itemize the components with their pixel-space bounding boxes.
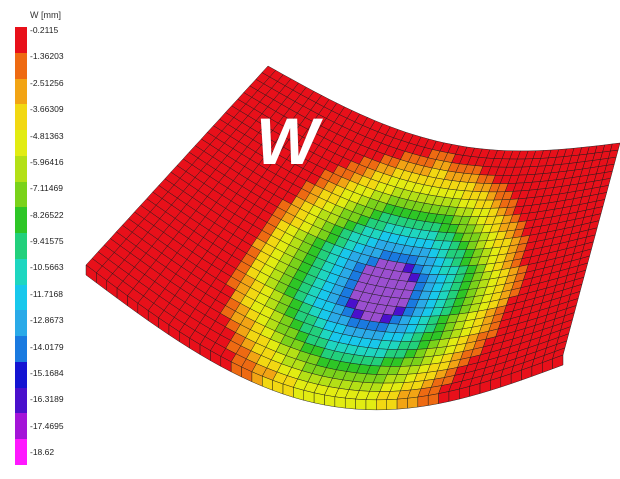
legend-swatch <box>15 181 27 208</box>
legend-swatch <box>15 104 27 131</box>
legend-swatch <box>15 284 27 311</box>
legend-value-label: -4.81363 <box>30 130 64 141</box>
legend-value-label: -7.11469 <box>30 183 63 194</box>
mesh-edge-element <box>427 393 439 406</box>
legend-value-label: -0.2115 <box>30 25 59 35</box>
mesh-edge-element <box>376 399 387 411</box>
legend-value-label: -3.66309 <box>30 104 64 115</box>
legend-value-label: -9.41575 <box>30 236 64 246</box>
legend-swatch <box>15 27 27 54</box>
legend-swatch <box>15 387 27 414</box>
legend-value-label: -2.51256 <box>30 77 64 88</box>
legend-swatch <box>15 258 27 286</box>
mesh-edge-element <box>407 396 419 409</box>
legend-value-label: -12.8673 <box>30 315 64 326</box>
legend-swatch <box>15 130 27 157</box>
mesh-edge-element <box>345 397 356 410</box>
legend-swatch <box>15 439 27 466</box>
legend-swatch <box>15 155 27 183</box>
legend-swatch <box>15 233 27 260</box>
result-field-label: W <box>256 104 318 178</box>
legend-swatch <box>15 52 27 79</box>
legend-value-label: -1.36203 <box>30 51 64 62</box>
legend-value-label: -11.7168 <box>30 288 63 299</box>
legend-value-label: -14.0179 <box>30 341 64 352</box>
legend-swatch <box>15 336 27 363</box>
mesh-edge-element <box>552 354 564 370</box>
mesh-edge-element <box>438 391 450 404</box>
legend-swatch <box>15 310 27 337</box>
mesh-edge-element <box>386 398 398 410</box>
color-legend-bar <box>15 27 27 466</box>
legend-swatch <box>15 207 27 234</box>
mesh-edge-element <box>313 392 325 406</box>
legend-value-label: -5.96416 <box>30 156 64 167</box>
legend-swatch <box>15 78 27 105</box>
legend-value-label: -17.4695 <box>30 420 64 431</box>
mesh-edge-element <box>396 398 408 410</box>
legend-value-label: -16.3189 <box>30 394 64 405</box>
mesh-edge-element <box>448 388 460 402</box>
legend-value-label: -15.1684 <box>30 367 64 378</box>
legend-swatch <box>15 361 27 389</box>
legend-value-label: -18.62 <box>30 447 55 457</box>
legend-swatch <box>15 413 27 440</box>
legend-value-label: -10.5663 <box>30 262 64 273</box>
mesh-edge-element <box>355 398 367 410</box>
legend-value-label: -8.26522 <box>30 209 64 220</box>
deformed-plate-mesh <box>85 65 620 411</box>
mesh-edge-element <box>365 399 377 411</box>
mesh-edge-element <box>324 394 336 408</box>
mesh-edge-element <box>417 395 429 408</box>
legend-title: W [mm] <box>30 10 61 20</box>
mesh-edge-element <box>334 396 346 409</box>
